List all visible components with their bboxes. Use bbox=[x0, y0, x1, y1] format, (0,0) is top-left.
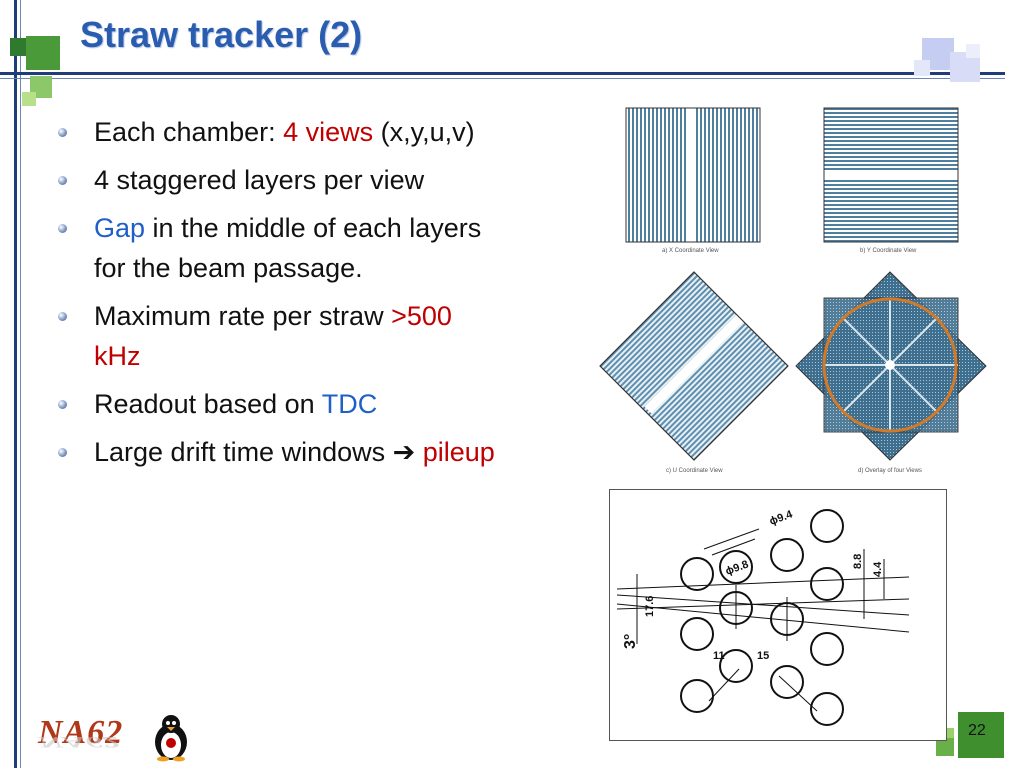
penguin-icon bbox=[155, 715, 187, 762]
bullet-list: Each chamber: 4 views (x,y,u,v) 4 stagger… bbox=[56, 112, 496, 480]
bullet-text-segment: Gap bbox=[94, 213, 146, 243]
overlay-view: d) Overlay of four Views bbox=[795, 271, 987, 474]
overlay-caption: d) Overlay of four Views bbox=[858, 468, 922, 474]
bullet-text-segment: Readout based on bbox=[94, 389, 322, 419]
bullet-text-segment: in the middle of each layers for the bea… bbox=[94, 213, 482, 283]
bullet-text-segment: ➔ bbox=[392, 437, 423, 467]
y-view-caption: b) Y Coordinate View bbox=[860, 248, 917, 254]
bullet-item: Gap in the middle of each layers for the… bbox=[56, 208, 496, 288]
bullet-icon bbox=[58, 128, 67, 137]
bullet-item: 4 staggered layers per view bbox=[56, 160, 496, 200]
y-coordinate-view: b) Y Coordinate View bbox=[823, 107, 959, 254]
bullet-text-segment: (x,y,u,v) bbox=[373, 117, 475, 147]
bullet-text-segment: >500 kHz bbox=[94, 301, 452, 371]
bullet-icon bbox=[58, 400, 67, 409]
page-number: 22 bbox=[968, 722, 986, 739]
bullet-text-segment: 4 staggered layers per view bbox=[94, 165, 425, 195]
na62-logo: NA62 NA62 bbox=[38, 710, 198, 768]
label-dim-15: 15 bbox=[757, 650, 769, 662]
frame-vertical-line-thin bbox=[20, 0, 21, 768]
straw-layout-drawing: ϕ9.4 ϕ9.8 8.8 4.4 17.6 3° 11 15 bbox=[609, 489, 947, 741]
straw-views-figure: a) X Coordinate View b) Y Coordinate Vie… bbox=[599, 107, 987, 474]
bullet-item: Each chamber: 4 views (x,y,u,v) bbox=[56, 112, 496, 152]
x-view-caption: a) X Coordinate View bbox=[662, 248, 719, 254]
bullet-text-segment: Maximum rate per straw bbox=[94, 301, 392, 331]
title-underline-thin bbox=[0, 78, 1005, 79]
bullet-text-segment: Large drift time windows bbox=[94, 437, 393, 467]
bullet-icon bbox=[58, 176, 67, 185]
label-dim-8-8: 8.8 bbox=[852, 554, 864, 569]
label-dim-17-6: 17.6 bbox=[644, 596, 656, 617]
bullet-text-segment: TDC bbox=[321, 389, 378, 419]
u-view-caption: c) U Coordinate View bbox=[666, 468, 723, 474]
label-dim-4-4: 4.4 bbox=[872, 561, 884, 577]
u-coordinate-view: c) U Coordinate View bbox=[599, 271, 789, 474]
bullet-item: Readout based on TDC bbox=[56, 384, 496, 424]
bullet-text-segment: Each chamber: bbox=[94, 117, 284, 147]
slide-title: Straw tracker (2) bbox=[80, 14, 363, 55]
bullet-icon bbox=[58, 312, 67, 321]
bullet-text-segment: pileup bbox=[422, 437, 495, 467]
bullet-icon bbox=[58, 224, 67, 233]
bullet-item: Large drift time windows ➔ pileup bbox=[56, 432, 496, 472]
x-coordinate-view: a) X Coordinate View bbox=[625, 107, 761, 254]
title-underline bbox=[0, 72, 1005, 75]
bullet-item: Maximum rate per straw >500 kHz bbox=[56, 296, 496, 376]
label-angle-3: 3° bbox=[622, 634, 639, 649]
frame-vertical-line bbox=[14, 0, 17, 768]
label-dim-11: 11 bbox=[713, 650, 725, 662]
bullet-text-segment: 4 views bbox=[283, 117, 374, 147]
bullet-icon bbox=[58, 448, 67, 457]
